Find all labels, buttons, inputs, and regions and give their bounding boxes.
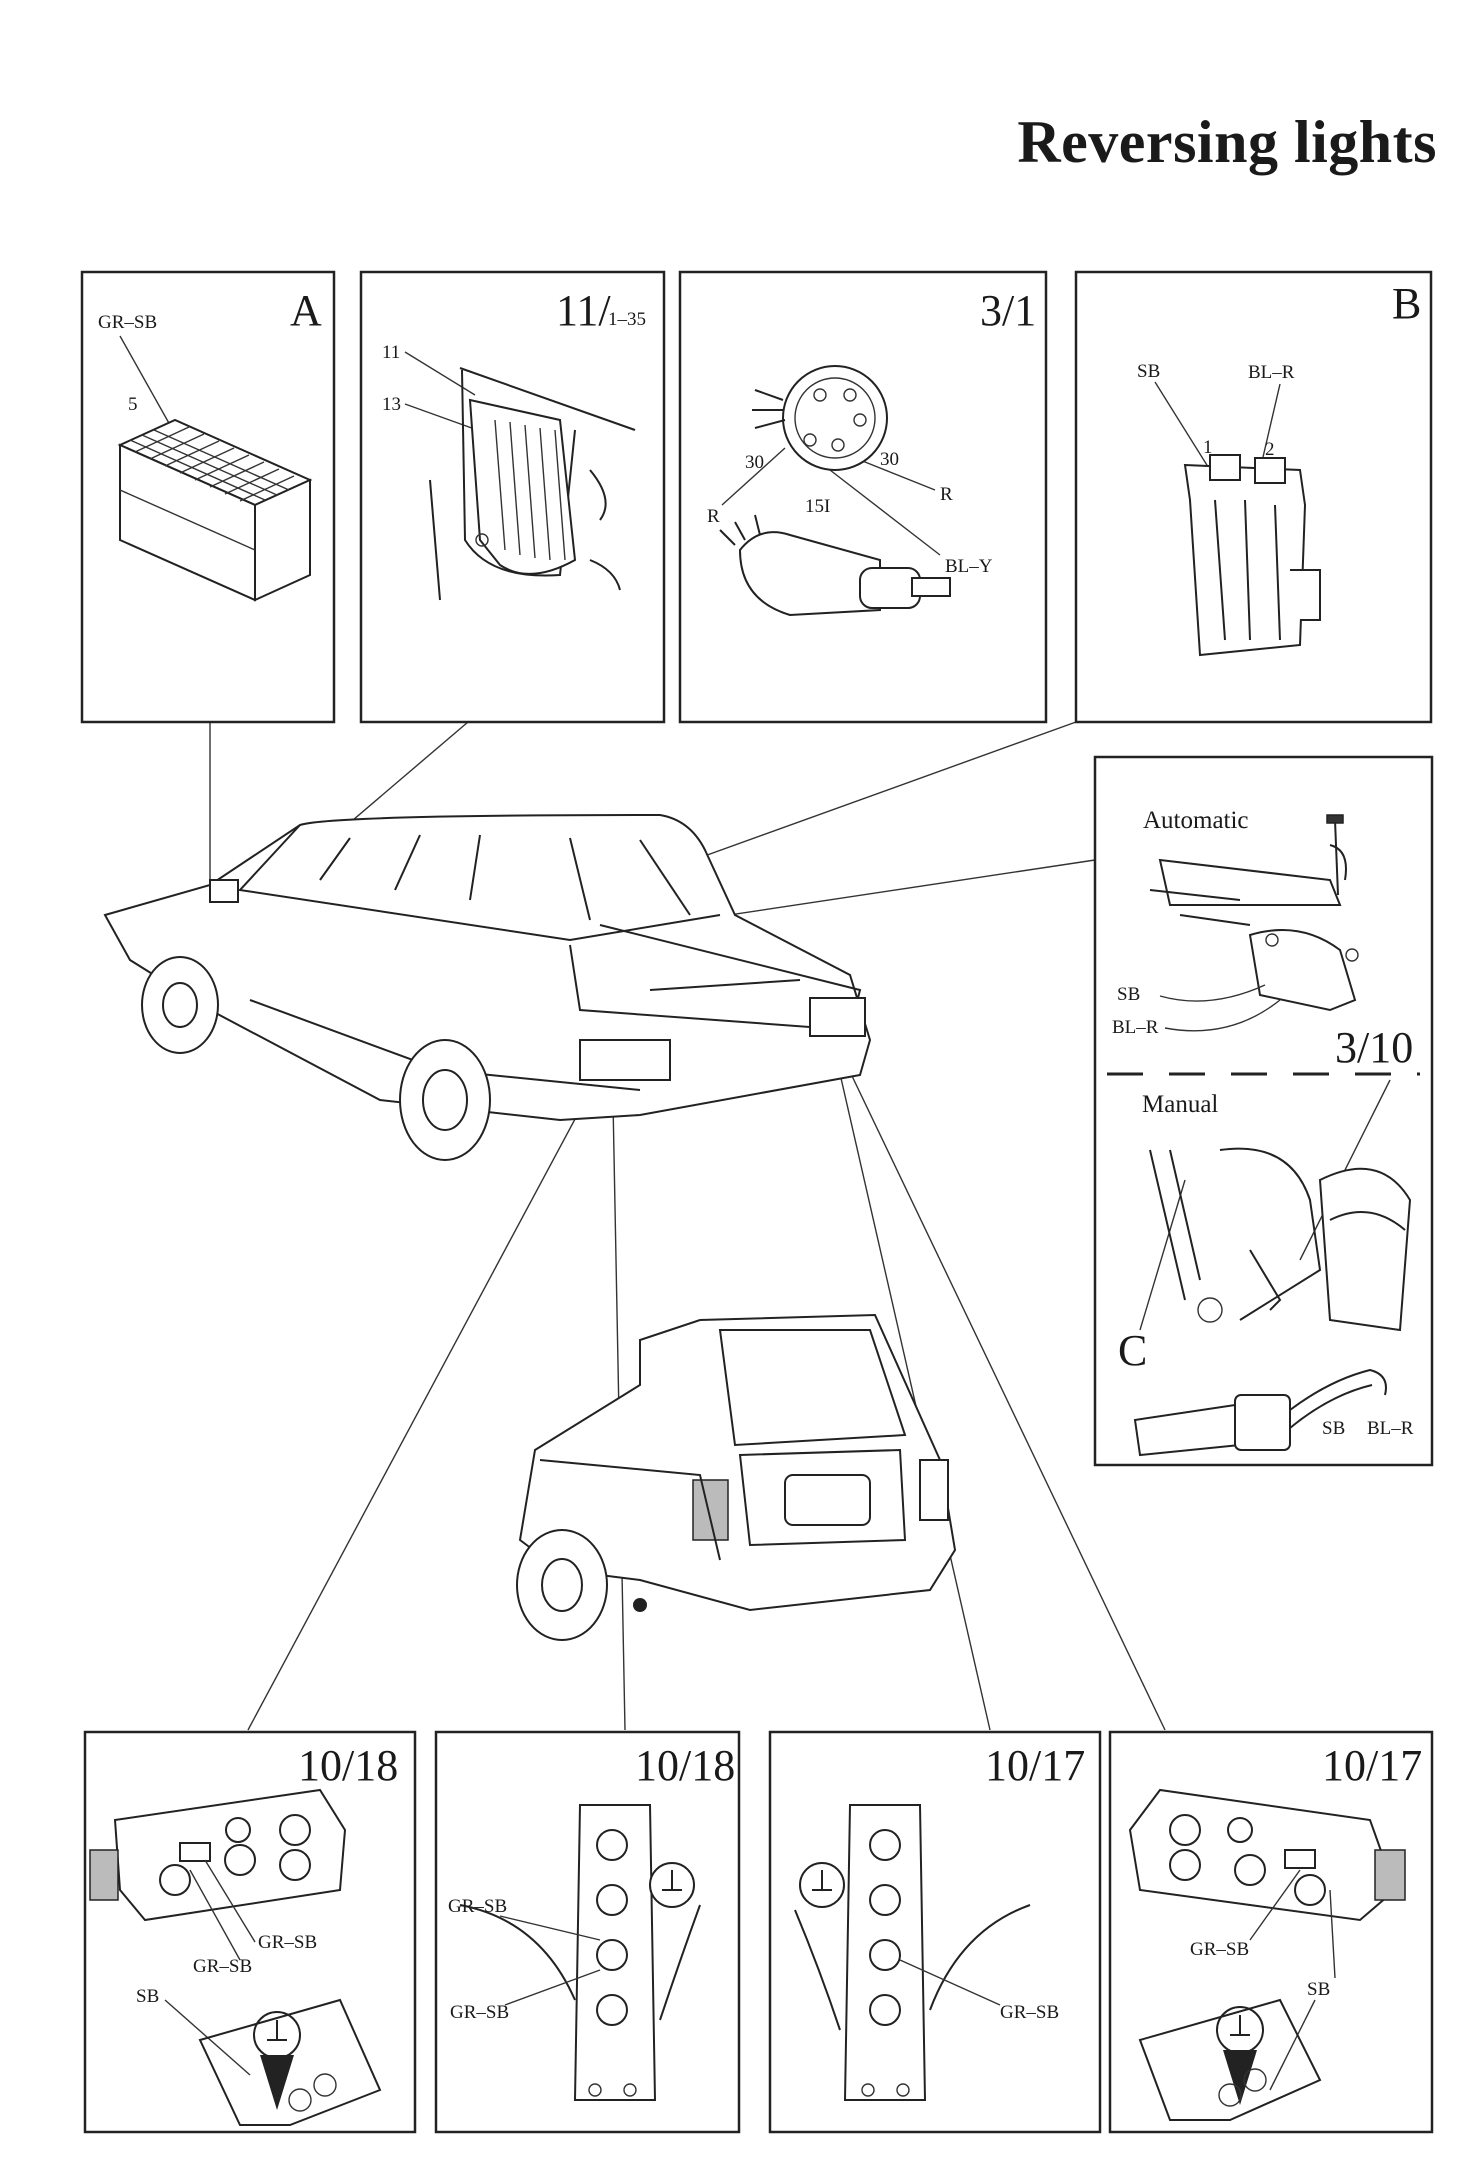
- fuse-block-icon: [117, 418, 313, 602]
- panel-switch-id: 3/10: [1335, 1023, 1413, 1072]
- panel-switch-man-bl-r: BL–R: [1367, 1418, 1414, 1439]
- panel-lamp-1017-right-id: 10/17: [1322, 1741, 1422, 1790]
- panel-lamp-1018-right-id: 10/18: [635, 1741, 735, 1790]
- panel-fusebox: 11/ 1–35 11 13: [359, 270, 666, 724]
- panel-ignition-r-left: R: [707, 506, 720, 527]
- panel-fusebox-id: 11/: [556, 286, 611, 335]
- page-title: Reversing lights: [1017, 109, 1437, 175]
- panel-lamp-1018-right-gr-sb-a: GR–SB: [448, 1896, 507, 1917]
- panel-switch-c: C: [1118, 1326, 1147, 1375]
- panel-a-id: A: [290, 286, 322, 335]
- panel-ignition-id: 3/1: [980, 286, 1036, 335]
- panel-lamp-1018-right: 10/18 GR–SB GR–SB: [434, 1730, 741, 2134]
- tail-lamp-icon: [1128, 1788, 1406, 1922]
- panel-fusebox-id-sub: 1–35: [608, 309, 646, 330]
- panel-switch-automatic: Automatic: [1143, 807, 1249, 834]
- ground-symbol-icon: [799, 1862, 845, 1908]
- panel-ignition: 3/1 30 30 R R 15I BL–Y: [678, 270, 1048, 724]
- panel-lamp-1018-left-gr-sb-a: GR–SB: [258, 1932, 317, 1953]
- gear-selector-icon: [1149, 814, 1359, 1012]
- leader-lines: [209, 721, 1166, 1731]
- ground-symbol-icon: [253, 2011, 301, 2110]
- panel-lamp-1018-right-gr-sb-b: GR–SB: [450, 2002, 509, 2023]
- reverse-switch-icon: [1133, 1147, 1412, 1457]
- panel-switch: Automatic SB BL–R 3/10 Manual C: [1093, 755, 1434, 1467]
- panel-a-pin-label: 5: [128, 394, 138, 415]
- panel-switch-man-sb: SB: [1322, 1418, 1345, 1439]
- estate-car-icon: [516, 1313, 957, 1641]
- panel-lamp-1018-left: 10/18 GR–SB GR–SB SB: [83, 1730, 417, 2134]
- panel-b-bl-r: BL–R: [1248, 362, 1295, 383]
- connector-icon: [1183, 454, 1321, 657]
- panel-ignition-15: 15I: [805, 496, 830, 517]
- panel-lamp-1017-right-gr-sb: GR–SB: [1190, 1939, 1249, 1960]
- panel-lamp-1017-right-sb: SB: [1307, 1979, 1330, 2000]
- sedan-car-icon: [103, 813, 872, 1161]
- panel-b-sb: SB: [1137, 361, 1160, 382]
- ground-symbol-icon: [1216, 2006, 1264, 2105]
- tail-lamp-icon: [794, 1804, 1031, 2101]
- ground-symbol-icon: [649, 1862, 695, 1908]
- panel-fusebox-pin-11: 11: [382, 342, 400, 363]
- panel-lamp-1017-left-gr-sb: GR–SB: [1000, 2002, 1059, 2023]
- panel-ignition-bl-y: BL–Y: [945, 556, 993, 577]
- panel-b-pin-2: 2: [1265, 439, 1275, 460]
- panel-lamp-1018-left-sb: SB: [136, 1986, 159, 2007]
- panel-switch-auto-sb: SB: [1117, 984, 1140, 1005]
- panel-lamp-1018-left-gr-sb-b: GR–SB: [193, 1956, 252, 1977]
- panel-b-pin-1: 1: [1203, 437, 1213, 458]
- panel-switch-manual: Manual: [1142, 1091, 1218, 1118]
- panel-lamp-1017-left: 10/17 GR–SB: [768, 1730, 1102, 2134]
- panel-b-id: B: [1392, 279, 1421, 328]
- panel-ignition-30-left: 30: [745, 452, 764, 473]
- panel-lamp-1017-left-id: 10/17: [985, 1741, 1085, 1790]
- panel-ignition-r-right: R: [940, 484, 953, 505]
- panel-fusebox-pin-13: 13: [382, 394, 401, 415]
- panel-lamp-1018-left-id: 10/18: [298, 1741, 398, 1790]
- panel-b: B SB BL–R 1 2: [1074, 270, 1433, 724]
- panel-a: A GR–SB 5: [80, 270, 336, 724]
- panel-switch-auto-bl-r: BL–R: [1112, 1017, 1159, 1038]
- fuse-box-icon: [429, 367, 636, 601]
- tail-lamp-icon: [89, 1788, 347, 1922]
- panel-a-wire-label: GR–SB: [98, 312, 157, 333]
- tail-lamp-icon: [459, 1804, 701, 2101]
- panel-ignition-30-right: 30: [880, 449, 899, 470]
- ignition-switch-icon: [719, 365, 951, 617]
- panel-lamp-1017-right: 10/17 GR–SB SB: [1108, 1730, 1434, 2134]
